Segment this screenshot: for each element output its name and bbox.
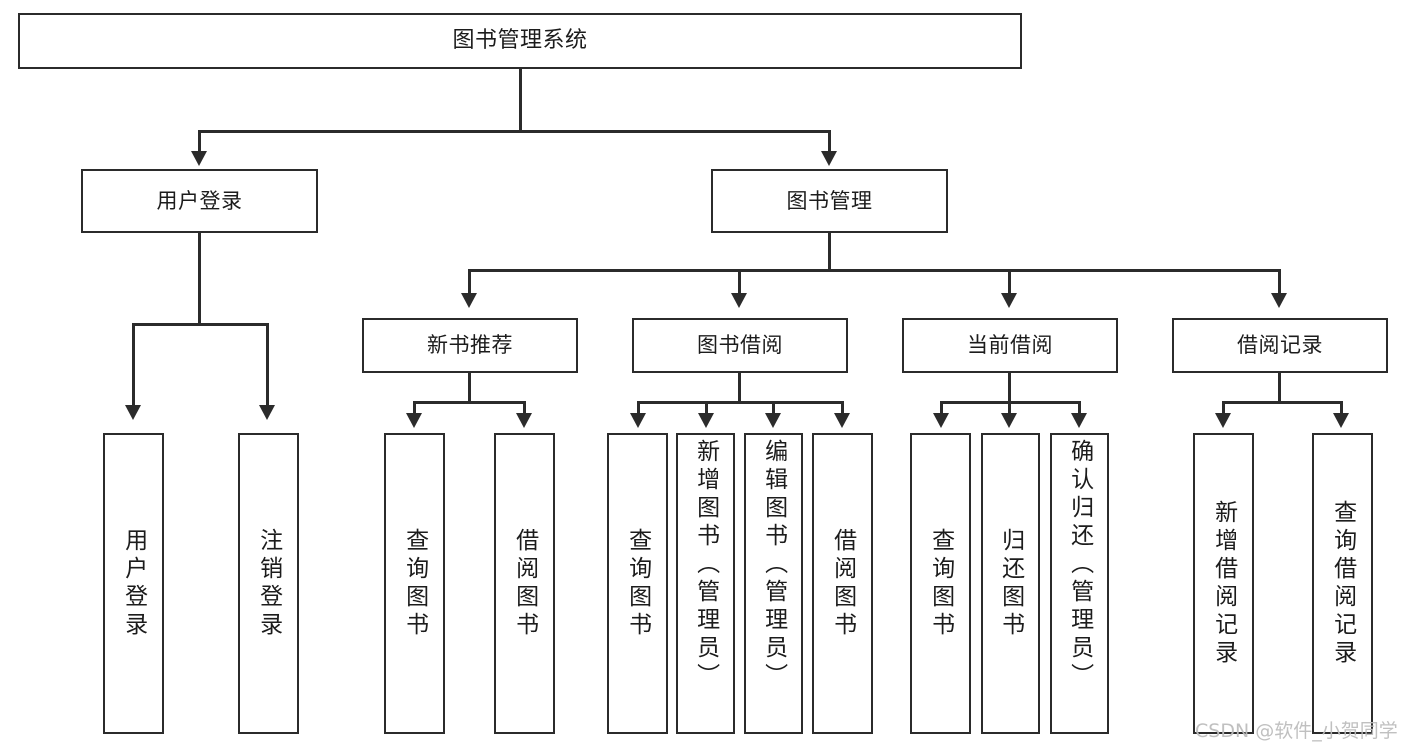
arrowhead-book-borrow-child-4 bbox=[834, 413, 850, 428]
node-label: 归还图书 bbox=[997, 527, 1024, 640]
node-label: 查询借阅记录 bbox=[1329, 499, 1356, 668]
node-label: 用户登录 bbox=[156, 188, 243, 213]
connector-user-login-child-1 bbox=[132, 323, 135, 408]
leaf-borrow-book-recommend[interactable]: 借阅图书 bbox=[494, 433, 555, 734]
node-user-login[interactable]: 用户登录 bbox=[81, 169, 318, 233]
connector-book-borrow-child-2 bbox=[705, 401, 708, 416]
node-book-management[interactable]: 图书管理 bbox=[711, 169, 948, 233]
arrowhead-book-borrow-child-2 bbox=[698, 413, 714, 428]
leaf-user-login[interactable]: 用户登录 bbox=[103, 433, 164, 734]
arrowhead-current-borrow-child-1 bbox=[933, 413, 949, 428]
connector-borrow-record-child-1 bbox=[1222, 401, 1225, 416]
leaf-add-book-admin[interactable]: 新增图书（管理员） bbox=[676, 433, 735, 734]
arrowhead-new-book-child-2 bbox=[516, 413, 532, 428]
node-label: 当前借阅 bbox=[967, 333, 1053, 358]
connector-current-borrow-drop bbox=[1008, 373, 1011, 403]
connector-book-borrow-child-1 bbox=[637, 401, 640, 416]
leaf-return-book[interactable]: 归还图书 bbox=[981, 433, 1040, 734]
connector-book-borrow-bus bbox=[637, 401, 843, 404]
connector-book-borrow-child-4 bbox=[841, 401, 844, 416]
leaf-query-book-current[interactable]: 查询图书 bbox=[910, 433, 971, 734]
arrowhead-to-current-borrow bbox=[1001, 293, 1017, 308]
arrowhead-borrow-record-child-2 bbox=[1333, 413, 1349, 428]
connector-to-borrow-record bbox=[1278, 269, 1281, 296]
node-label: 借阅图书 bbox=[829, 527, 856, 640]
connector-level2-bus bbox=[198, 130, 831, 133]
arrowhead-user-login-child-2 bbox=[259, 405, 275, 420]
leaf-confirm-return-admin[interactable]: 确认归还（管理员） bbox=[1050, 433, 1109, 734]
connector-new-book-child-1 bbox=[413, 401, 416, 416]
arrowhead-new-book-child-1 bbox=[406, 413, 422, 428]
connector-new-book-drop bbox=[468, 373, 471, 403]
connector-user-login-child-2 bbox=[266, 323, 269, 408]
connector-to-book-borrow bbox=[738, 269, 741, 296]
node-label: 用户登录 bbox=[120, 527, 147, 640]
node-label: 新增借阅记录 bbox=[1210, 499, 1237, 668]
node-root-system[interactable]: 图书管理系统 bbox=[18, 13, 1022, 69]
node-label: 图书借阅 bbox=[697, 333, 783, 358]
connector-to-book-manage bbox=[828, 130, 831, 153]
arrowhead-book-borrow-child-1 bbox=[630, 413, 646, 428]
arrowhead-to-borrow-record bbox=[1271, 293, 1287, 308]
arrowhead-current-borrow-child-3 bbox=[1071, 413, 1087, 428]
node-label: 借阅记录 bbox=[1237, 333, 1323, 358]
node-label: 图书管理系统 bbox=[452, 28, 588, 54]
arrowhead-book-borrow-child-3 bbox=[765, 413, 781, 428]
node-label: 新书推荐 bbox=[427, 333, 513, 358]
node-label: 查询图书 bbox=[927, 527, 954, 640]
connector-borrow-record-drop bbox=[1278, 373, 1281, 403]
node-label: 查询图书 bbox=[401, 527, 428, 640]
node-label: 借阅图书 bbox=[511, 527, 538, 640]
connector-borrow-record-bus bbox=[1222, 401, 1342, 404]
node-label: 注销登录 bbox=[255, 527, 282, 640]
connector-book-borrow-child-3 bbox=[772, 401, 775, 416]
node-current-borrow[interactable]: 当前借阅 bbox=[902, 318, 1118, 373]
connector-level3-bus bbox=[468, 269, 1280, 272]
connector-book-manage-drop bbox=[828, 233, 831, 271]
connector-new-book-child-2 bbox=[523, 401, 526, 416]
node-label: 图书管理 bbox=[786, 188, 873, 213]
connector-to-current-borrow bbox=[1008, 269, 1011, 296]
node-borrow-record[interactable]: 借阅记录 bbox=[1172, 318, 1388, 373]
connector-user-login-bus bbox=[132, 323, 268, 326]
arrowhead-user-login-child-1 bbox=[125, 405, 141, 420]
leaf-query-book-borrow[interactable]: 查询图书 bbox=[607, 433, 668, 734]
connector-borrow-record-child-2 bbox=[1340, 401, 1343, 416]
connector-current-borrow-child-2 bbox=[1008, 401, 1011, 416]
connector-to-new-book bbox=[468, 269, 471, 296]
arrowhead-to-book-borrow bbox=[731, 293, 747, 308]
arrowhead-current-borrow-child-2 bbox=[1001, 413, 1017, 428]
leaf-edit-book-admin[interactable]: 编辑图书（管理员） bbox=[744, 433, 803, 734]
connector-new-book-bus bbox=[413, 401, 525, 404]
connector-current-borrow-child-1 bbox=[940, 401, 943, 416]
csdn-watermark: CSDN @软件_小贺同学 bbox=[1195, 720, 1398, 742]
arrowhead-to-new-book bbox=[461, 293, 477, 308]
leaf-query-book-recommend[interactable]: 查询图书 bbox=[384, 433, 445, 734]
connector-current-borrow-child-3 bbox=[1078, 401, 1081, 416]
node-label: 查询图书 bbox=[624, 527, 651, 640]
node-new-book-recommend[interactable]: 新书推荐 bbox=[362, 318, 578, 373]
leaf-add-borrow-record[interactable]: 新增借阅记录 bbox=[1193, 433, 1254, 734]
leaf-borrow-book[interactable]: 借阅图书 bbox=[812, 433, 873, 734]
node-label: 编辑图书（管理员） bbox=[760, 439, 787, 691]
leaf-query-borrow-record[interactable]: 查询借阅记录 bbox=[1312, 433, 1373, 734]
connector-to-user-login bbox=[198, 130, 201, 153]
connector-user-login-drop bbox=[198, 233, 201, 325]
node-book-borrow[interactable]: 图书借阅 bbox=[632, 318, 848, 373]
node-label: 确认归还（管理员） bbox=[1066, 439, 1093, 691]
connector-book-borrow-drop bbox=[738, 373, 741, 403]
arrowhead-to-user-login bbox=[191, 151, 207, 166]
arrowhead-borrow-record-child-1 bbox=[1215, 413, 1231, 428]
connector-root-drop bbox=[519, 69, 522, 132]
node-label: 新增图书（管理员） bbox=[692, 439, 719, 691]
leaf-logout[interactable]: 注销登录 bbox=[238, 433, 299, 734]
arrowhead-to-book-manage bbox=[821, 151, 837, 166]
